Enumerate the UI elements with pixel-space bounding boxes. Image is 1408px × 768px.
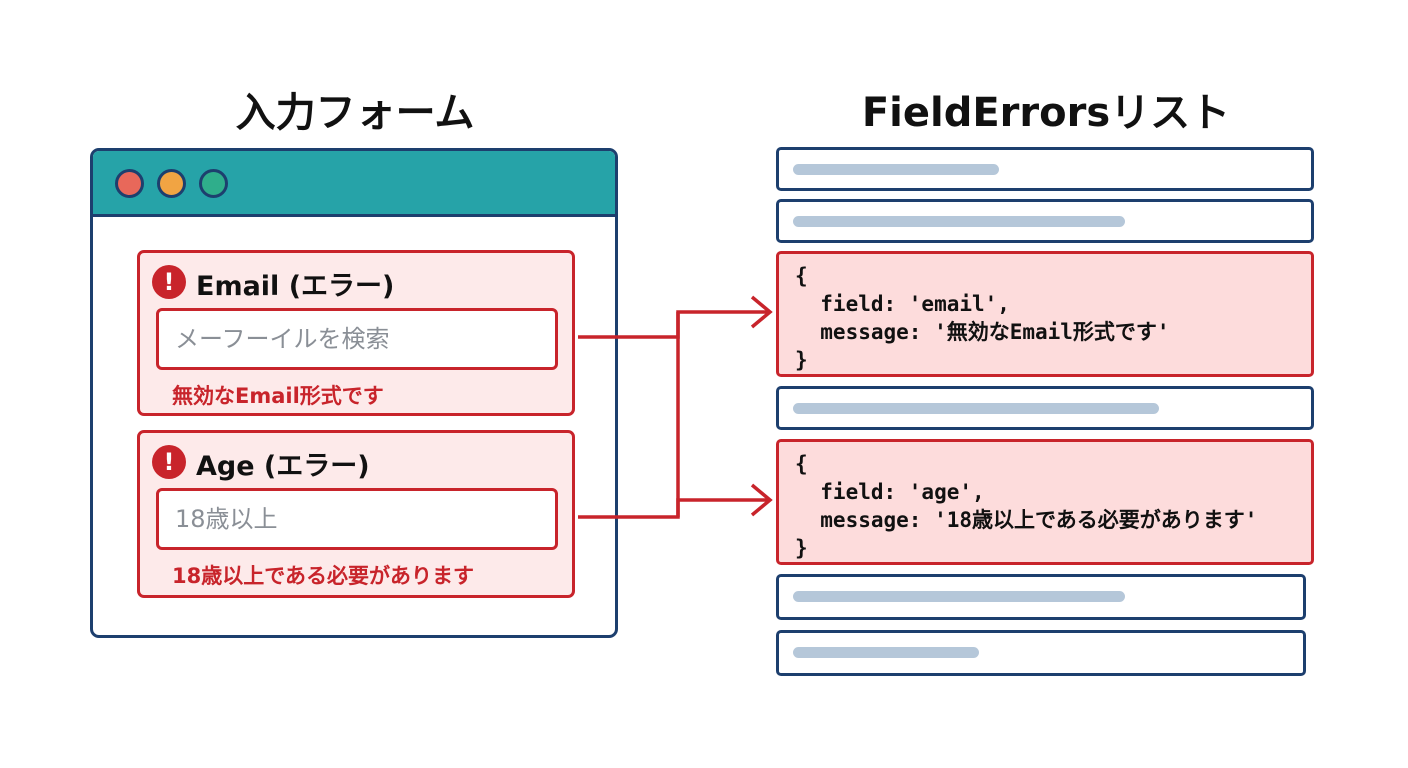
- age-input[interactable]: [156, 488, 558, 550]
- form-window: ! Email (エラー) 無効なEmail形式です ! Age (エラー) 1…: [90, 148, 618, 638]
- error-entry-code: { field: 'age', message: '18歳以上である必要がありま…: [795, 452, 1258, 560]
- email-input[interactable]: [156, 308, 558, 370]
- arrowhead-email: [750, 295, 773, 329]
- error-entry-code: { field: 'email', message: '無効なEmail形式です…: [795, 264, 1170, 372]
- field-errors-title: FieldErrorsリスト: [861, 90, 1231, 136]
- window-titlebar: [93, 151, 615, 217]
- age-field-label: Age (エラー): [196, 451, 370, 482]
- field-error-entry-email: { field: 'email', message: '無効なEmail形式です…: [776, 251, 1314, 377]
- email-connector-arrow: [578, 310, 768, 339]
- list-item: [776, 630, 1306, 676]
- placeholder-bar: [793, 591, 1125, 602]
- age-field-card: ! Age (エラー) 18歳以上である必要があります: [137, 430, 575, 598]
- window-minimize-dot[interactable]: [157, 169, 186, 198]
- field-error-entry-age: { field: 'age', message: '18歳以上である必要がありま…: [776, 439, 1314, 565]
- email-field-card: ! Email (エラー) 無効なEmail形式です: [137, 250, 575, 416]
- list-item: [776, 574, 1306, 620]
- list-item: [776, 199, 1314, 243]
- list-item: [776, 147, 1314, 191]
- placeholder-bar: [793, 216, 1125, 227]
- form-title: 入力フォーム: [235, 90, 475, 136]
- age-error-message: 18歳以上である必要があります: [172, 564, 475, 588]
- exclamation-circle-icon: !: [152, 265, 186, 299]
- email-field-label: Email (エラー): [196, 271, 395, 302]
- window-close-dot[interactable]: [115, 169, 144, 198]
- arrowhead-age: [750, 483, 773, 517]
- email-error-message: 無効なEmail形式です: [172, 384, 384, 408]
- exclamation-circle-icon: !: [152, 445, 186, 479]
- window-maximize-dot[interactable]: [199, 169, 228, 198]
- placeholder-bar: [793, 647, 979, 658]
- list-item: [776, 386, 1314, 430]
- age-connector-arrow: [578, 498, 768, 519]
- placeholder-bar: [793, 403, 1159, 414]
- placeholder-bar: [793, 164, 999, 175]
